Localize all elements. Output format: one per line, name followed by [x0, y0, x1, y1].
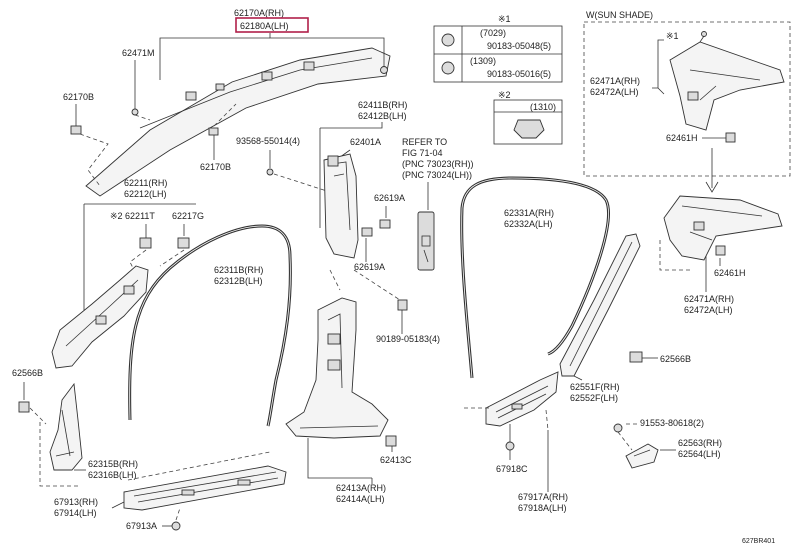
label-62211: 62211(RH): [124, 178, 167, 188]
rear-door-scuff-plate[interactable]: [485, 371, 559, 427]
clip-icon: [380, 66, 388, 74]
label-62563: 62563(RH): [678, 438, 722, 448]
label-91553: 91553-80618(2): [640, 418, 704, 428]
inset-code-3: (1310): [530, 102, 556, 112]
inset-part-2: 90183-05016(5): [487, 69, 551, 79]
clip-icon: [725, 132, 736, 143]
label-refer-4: (PNC 73024(LH)): [402, 170, 472, 180]
quarter-trim[interactable]: [663, 195, 783, 261]
label-62331A: 62331A(RH): [504, 208, 554, 218]
label-62170A: 62170A(RH): [234, 8, 284, 18]
inset-mark-2: ※2: [498, 90, 511, 100]
a-pillar-upper-garnish[interactable]: [85, 47, 391, 197]
label-62212: 62212(LH): [124, 189, 167, 199]
retainer-bracket[interactable]: [625, 443, 659, 469]
clip-icon: [715, 245, 726, 256]
label-62414A: 62414A(LH): [336, 494, 385, 504]
label-62471A-top: 62471A(RH): [590, 76, 640, 86]
label-90189: 90189-05183(4): [376, 334, 440, 344]
label-refer-3: (PNC 73023(RH)): [402, 159, 474, 169]
clip-icon: [18, 401, 30, 413]
label-67917A: 67917A(RH): [518, 492, 568, 502]
label-62312B: 62312B(LH): [214, 276, 263, 286]
label-62552F: 62552F(LH): [570, 393, 618, 403]
clip-icon: [505, 441, 515, 451]
screw-icon: [613, 423, 623, 433]
label-refer-2: FIG 71-04: [402, 148, 443, 158]
label-62461H-top: 62461H: [666, 133, 698, 143]
clip-icon: [171, 521, 181, 531]
label-62170B-mid: 62170B: [200, 162, 231, 172]
quarter-trim-sunshade[interactable]: [669, 35, 785, 131]
inset-mark-1: ※1: [498, 14, 511, 24]
label-62311B: 62311B(RH): [214, 265, 263, 275]
figure-code: 627BR401: [742, 538, 775, 545]
label-62180A: 62180A(LH): [240, 21, 289, 31]
label-93568: 93568-55014(4): [236, 136, 300, 146]
label-62564: 62564(LH): [678, 449, 721, 459]
label-62471M: 62471M: [122, 48, 155, 58]
sun-shade-box: W(SUN SHADE): [583, 10, 791, 177]
highlight-box: [235, 17, 309, 33]
center-pillar-lower-garnish[interactable]: [285, 297, 389, 439]
label-62551F: 62551F(RH): [570, 382, 620, 392]
label-62472A-bottom: 62472A(LH): [684, 305, 733, 315]
clip-icon: [629, 351, 643, 363]
clip-icon: [701, 31, 707, 37]
label-62211T: ※2 62211T: [110, 211, 155, 221]
label-62332A: 62332A(LH): [504, 219, 553, 229]
label-62411B: 62411B(RH): [358, 100, 407, 110]
down-arrow-icon: [705, 148, 719, 193]
front-pillar-lower-garnish[interactable]: [51, 265, 149, 369]
label-62471A-bottom: 62471A(RH): [684, 294, 734, 304]
cowl-side-trim[interactable]: [49, 382, 83, 471]
seatbelt-adjuster[interactable]: [417, 211, 435, 271]
inset-code-2: (1309): [470, 56, 496, 66]
label-sunshade: W(SUN SHADE): [586, 10, 653, 20]
label-62401A: 62401A: [350, 137, 381, 147]
label-62461H-bottom: 62461H: [714, 268, 746, 278]
label-62619A-lower: 62619A: [354, 262, 385, 272]
label-62315B: 62315B(RH): [88, 459, 138, 469]
clip-icon: [177, 237, 190, 249]
label-62472A-top: 62472A(LH): [590, 87, 639, 97]
roof-side-inner-garnish[interactable]: [559, 233, 641, 377]
clip-icon: [361, 219, 391, 237]
front-door-weatherstrip[interactable]: [128, 224, 292, 427]
label-62413A: 62413A(RH): [336, 483, 386, 493]
label-67914: 67914(LH): [54, 508, 97, 518]
label-67913: 67913(RH): [54, 497, 98, 507]
clip-icon: [397, 299, 408, 311]
fastener-inset: ※1 (7029) 90183-05048(5) (1309) 90183-05…: [433, 14, 563, 145]
label-67918C: 67918C: [496, 464, 528, 474]
clip-icon: [70, 125, 82, 135]
label-62412B: 62412B(LH): [358, 111, 407, 121]
leader: [269, 33, 385, 68]
clip-icon: [385, 435, 397, 447]
clip-icon: [131, 108, 139, 116]
screw-icon: [266, 168, 274, 176]
label-62566B-left: 62566B: [12, 368, 43, 378]
label-62566B-right: 62566B: [660, 354, 691, 364]
label-62413C: 62413C: [380, 455, 412, 465]
inset-code-1: (7029): [480, 28, 506, 38]
rear-door-weatherstrip[interactable]: [460, 176, 610, 379]
front-door-scuff-plate[interactable]: [123, 465, 287, 511]
inset-part-1: 90183-05048(5): [487, 41, 551, 51]
center-pillar-upper-garnish[interactable]: [323, 153, 359, 259]
label-67918A: 67918A(LH): [518, 503, 567, 513]
clip-icon: [139, 237, 152, 249]
label-62619A-upper: 62619A: [374, 193, 405, 203]
label-62316B: 62316B(LH): [88, 470, 137, 480]
clip-icon: [208, 127, 219, 136]
label-67913A: 67913A: [126, 521, 157, 531]
label-62170B-left: 62170B: [63, 92, 94, 102]
label-62217G: 62217G: [172, 211, 204, 221]
label-x1: ※1: [666, 31, 679, 41]
label-refer-1: REFER TO: [402, 137, 447, 147]
